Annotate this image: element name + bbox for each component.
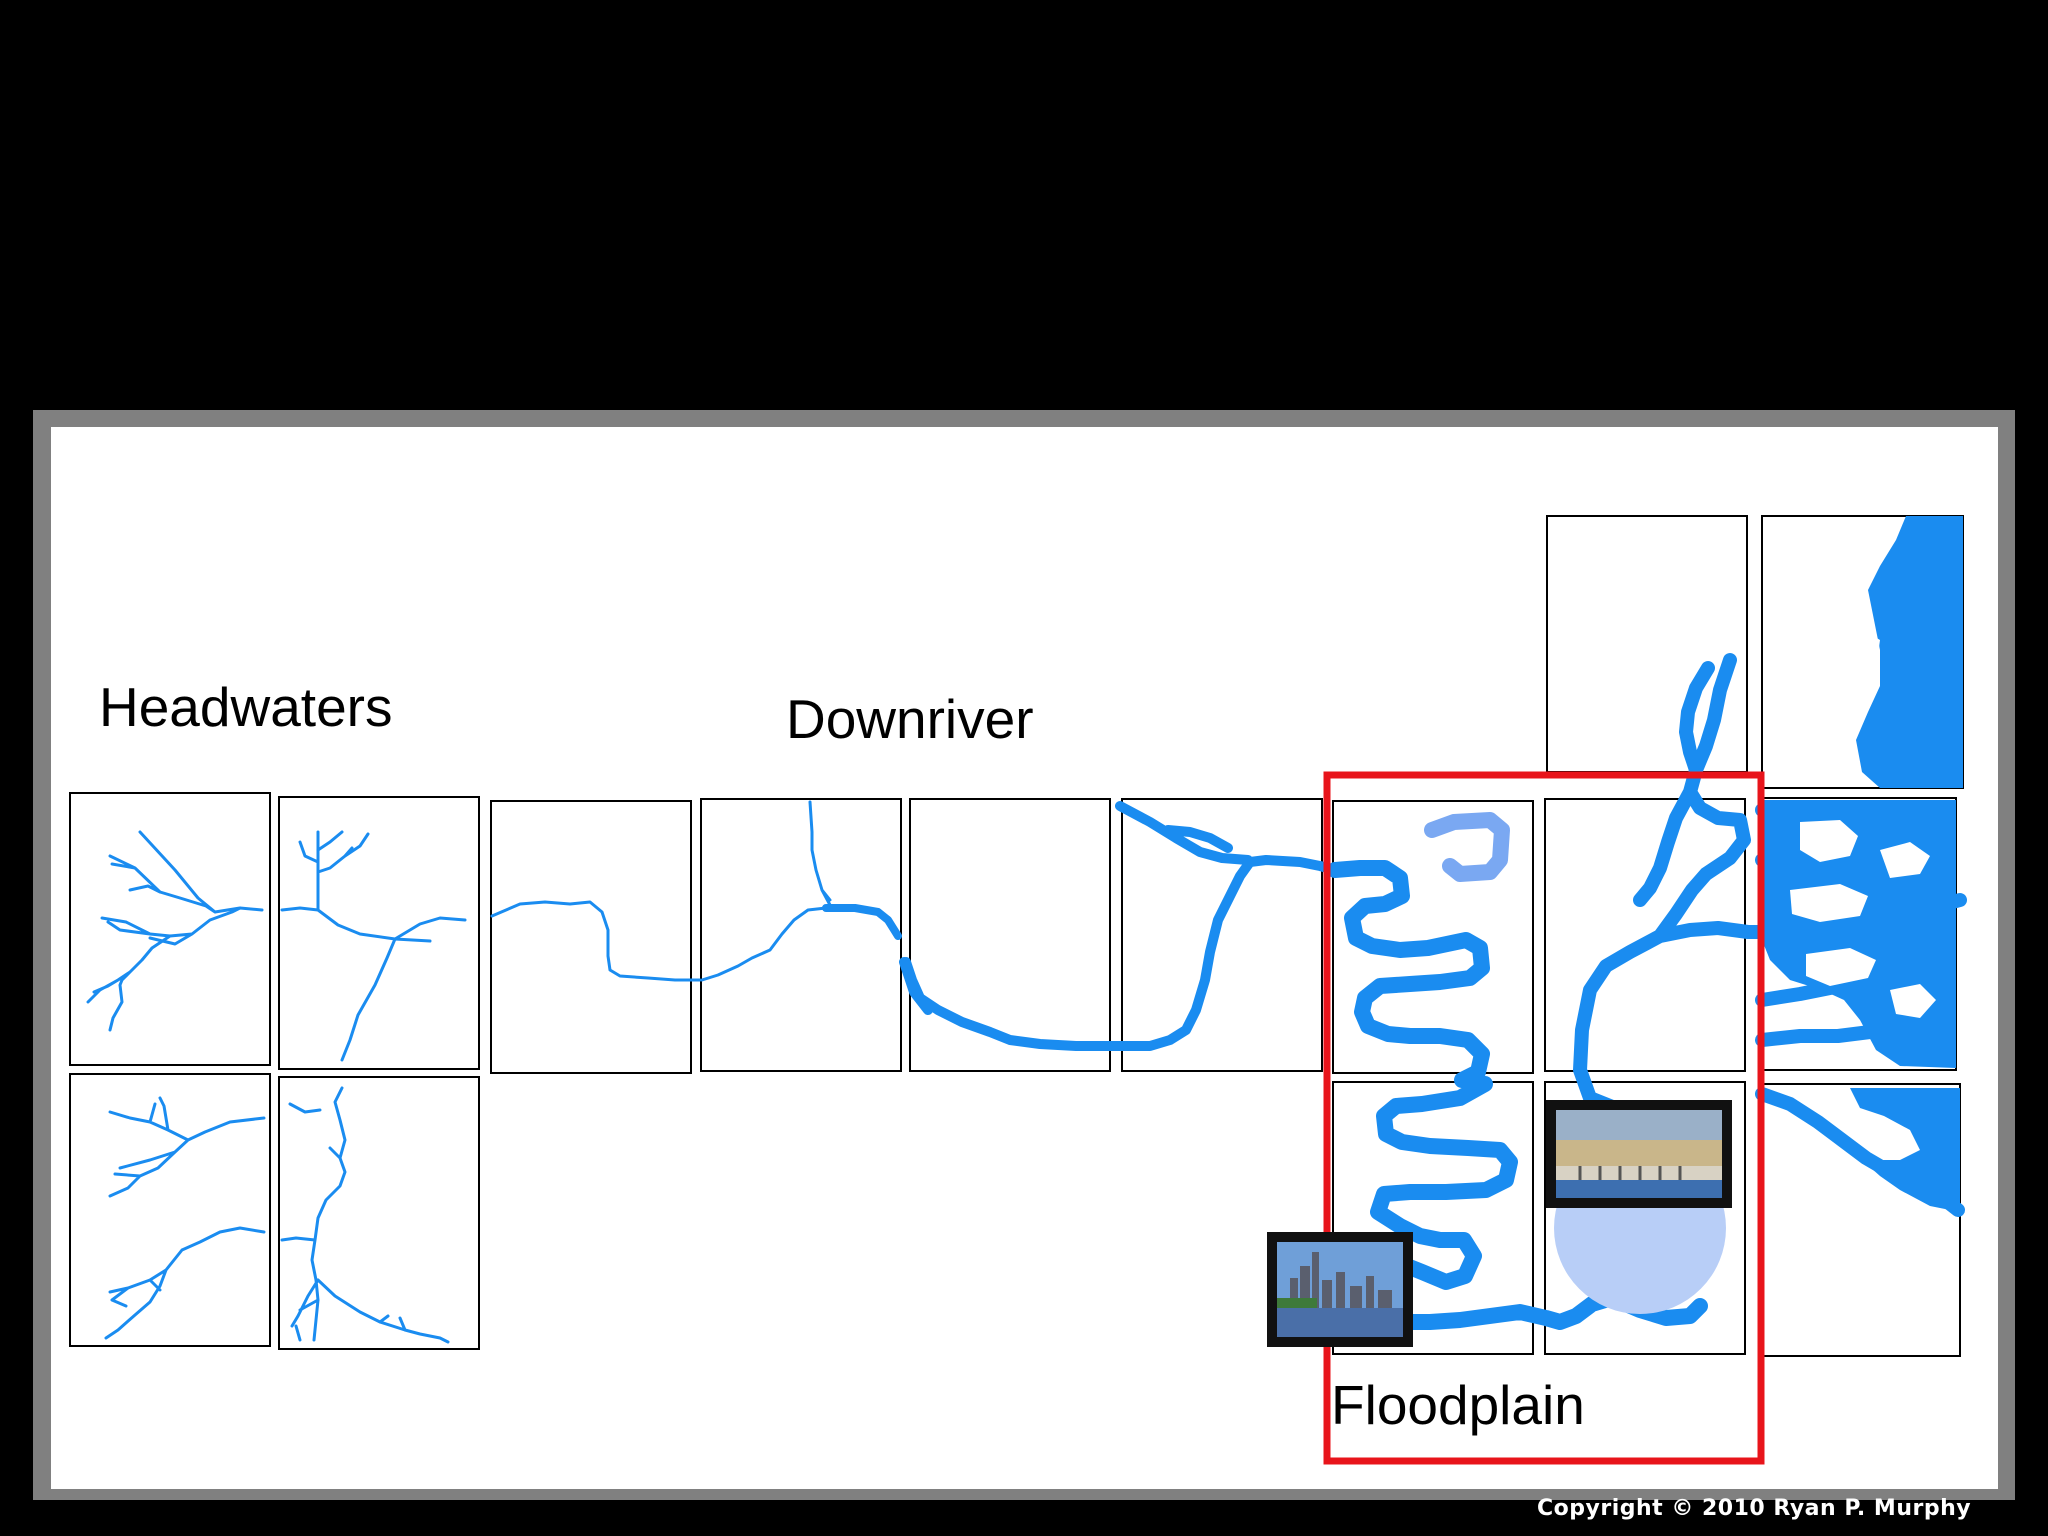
panel-floodplain-4 xyxy=(1544,1081,1746,1355)
panel-downriver-4 xyxy=(1121,798,1323,1072)
floodplain-label: Floodplain xyxy=(1331,1374,1585,1436)
downriver-label: Downriver xyxy=(786,688,1034,750)
river-meander-floodplain xyxy=(1327,860,1708,1330)
tributary-4 xyxy=(280,1086,450,1344)
river-segment-3 xyxy=(490,900,702,982)
tributary-2 xyxy=(280,830,467,1062)
river-segment-4 xyxy=(700,800,832,982)
delta-water-mass xyxy=(1762,516,1963,1212)
panel-floodplain-1 xyxy=(1332,800,1534,1074)
panel-floodplain-3 xyxy=(1332,1081,1534,1355)
panel-headwaters-2 xyxy=(278,796,480,1070)
tributary-3 xyxy=(104,1096,266,1340)
copyright-notice: Copyright © 2010 Ryan P. Murphy xyxy=(1537,1496,1972,1521)
river-segment-6 xyxy=(1105,801,1340,1051)
river-segment-4b xyxy=(822,904,902,940)
tributary-1 xyxy=(86,830,264,1032)
headwaters-label: Headwaters xyxy=(99,676,393,738)
river-oxbow-lake xyxy=(1424,812,1510,882)
city-skyline-photo xyxy=(1267,1232,1413,1347)
floodplain-highlight-box xyxy=(1323,771,1765,1465)
panel-headwaters-1 xyxy=(69,792,271,1066)
panel-downriver-3 xyxy=(909,798,1111,1072)
dam-photo xyxy=(1546,1100,1732,1208)
panel-headwaters-3 xyxy=(69,1073,271,1347)
panel-headwaters-4 xyxy=(278,1076,480,1350)
panel-downriver-1 xyxy=(490,800,692,1074)
river-segment-5 xyxy=(899,957,1115,1051)
